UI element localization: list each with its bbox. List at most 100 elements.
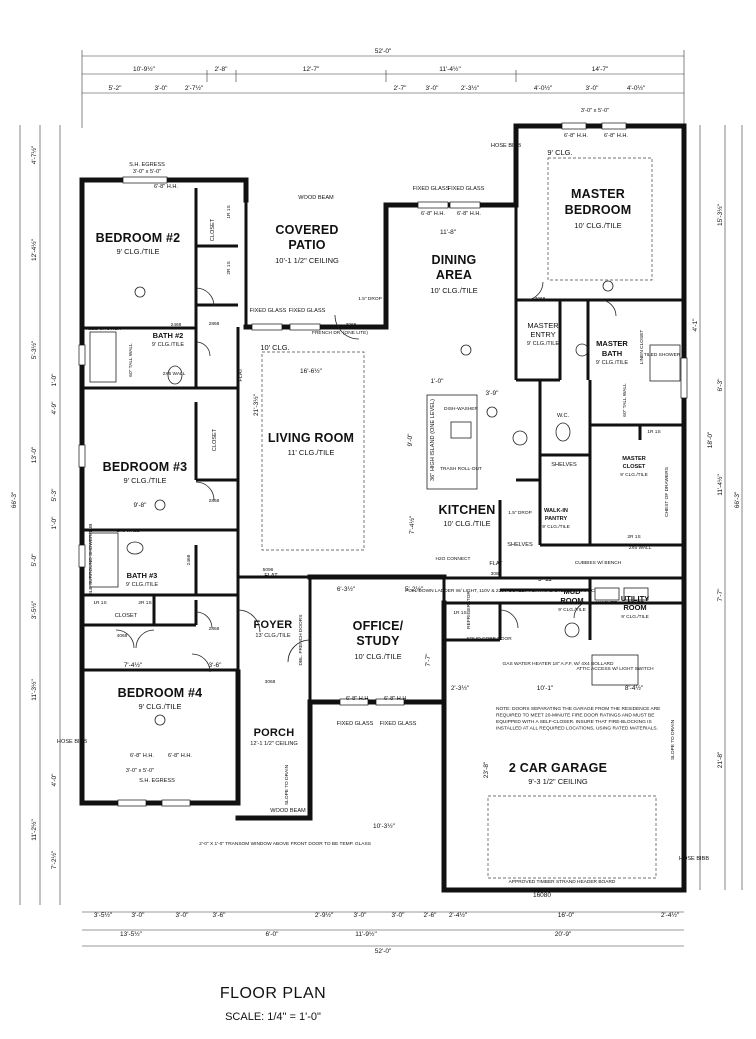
dim-bottom-r2-5: 3'-0" [354,912,368,919]
drop-label: 1.5" DROP [358,296,382,302]
master-shower-label: TILED SHOWER [644,352,681,358]
shelf-1r1s-master: 1R 1S [647,429,660,435]
master-name-1: MASTER [571,187,625,201]
dim-bottom-r2-2: 3'-0" [176,912,190,919]
solid-core-label: SOLID CORE DOOR [466,636,512,642]
office-name-2: STUDY [356,634,400,648]
linen-closet-label: LINEN CLOSET [639,330,645,365]
patio-fixed-glass-2: FIXED GLASS [289,308,326,314]
dbl-french-label: DBL. FRENCH DOORS [298,615,304,666]
bath3-tub [89,532,119,588]
master-tall-wall: 60" TALL WALL [622,383,628,417]
dining-name-1: DINING [432,253,477,267]
dim-left-2: 5'-3½" [30,340,38,359]
windows [78,122,688,807]
office-fixed-glass-1: FIXED GLASS [337,721,374,727]
garage-door-outline [487,795,657,879]
dim-right-0: 15'-3½" [716,203,724,226]
dim-bottom-r1-2: 11'-9½" [355,930,377,938]
bedroom4-hh-1: 6'-8" H.H. [130,753,154,759]
bath2-name: BATH #2 [153,331,184,340]
master-entry-1: MASTER [527,321,559,330]
flat-kitchen: FLAT [489,561,503,567]
dim-bottom-r1-0: 13'-5½" [120,930,143,938]
master-sink [575,343,589,357]
attic-access-box [591,654,639,686]
dim-bottom-r2-0: 3'-5½" [94,911,113,919]
dim-bottom-r2-8: 2'-4½" [449,911,468,919]
idim-0: 16'-6½" [300,367,323,375]
master-top-clg: 9' CLG. [547,148,572,157]
shelf-1r1s-bed4: 1R 1S [93,600,106,606]
bath3-wall-2x6: 2X6 WALL [117,528,140,534]
idim-11: 10'-3½" [373,822,396,830]
top-dimensions: 52'-0" 10'-9½" 2'-8" 12'-7" 11'-4½" 14'-… [81,48,685,128]
bedroom4-closet: CLOSET [115,613,138,619]
bedroom2-hh: 6'-8" H.H. [154,184,178,190]
dim-right-5: 21'-8" [717,751,724,768]
dim-left-9: 3'-5½" [30,600,38,619]
bath2-shower-label: TILED SHOWER [85,326,122,332]
idim-7: 7'-4½" [408,515,416,534]
utility-sub: 9' CLG./TILE [621,614,649,620]
pull-down-label: PULL DOWN LADDER W/ LIGHT, 110V & 220V O… [405,588,595,594]
dryer-label: DRYER [628,600,645,606]
garage-name: 2 CAR GARAGE [509,761,607,775]
door-3068-foyer: 3068 [265,679,276,685]
office-fixed-glass-2: FIXED GLASS [380,721,417,727]
bath2-wall-2x6: 2X6 WALL [163,371,186,377]
mud-room-1: MUD [563,587,581,596]
idim-2: 21'-3½" [252,393,260,416]
dim-left-5: 13'-0" [31,446,38,463]
smoke-detector-bed3 [154,499,166,511]
transom-label: 2'-0" X 1'-0" TRANSOM WINDOW ABOVE FRONT… [199,841,371,847]
bedroom3-name: BEDROOM #3 [103,460,188,474]
dim-top-r1-2: 12'-7" [303,66,320,73]
mud-room-2: ROOM [560,596,583,605]
dim-top-r2-3: 2'-7" [394,85,408,92]
dryer-box [623,587,649,601]
idim-17: 5'-11" [538,576,555,583]
shelves-top: SHELVES [551,462,577,468]
bath2-tall-wall: 60" TALL WALL [128,343,134,377]
garage-note: NOTE: DOORS SEPARATING THE GARAGE FROM T… [496,706,660,732]
master-entry-sub: 9' CLG./TILE [527,341,559,347]
porch-sub: 12'-1 1/2" CEILING [250,741,298,747]
bath2-sub: 9' CLG./TILE [152,342,184,348]
dim-right-overall: 66'-3" [734,491,741,508]
idim-19: 18'-0" [707,431,714,448]
dim-left-7: 1'-0" [51,516,58,530]
living-name: LIVING ROOM [268,431,354,445]
french-door-label: FRENCH DR. (ONE LITE) [312,330,368,336]
master-sub: 10' CLG./TILE [574,221,621,230]
garage-door-size: 16080 [533,892,551,899]
dim-bottom-overall: 52'-0" [375,948,392,955]
foyer-sub: 13' CLG./TILE [255,633,291,639]
bedroom2-egress: S.H. EGRESS [129,162,165,168]
living-ceiling-outline [261,351,365,551]
shelf-1r1s-mud: 1R 1S [453,610,466,616]
flat-foyer: FLAT [264,573,278,579]
bedroom4-name: BEDROOM #4 [118,686,203,700]
master-toilet [555,422,571,442]
door-3068-patio: 3068 [346,322,357,328]
smoke-detector-kitchen [486,406,498,418]
trash-label: TRASH ROLL-OUT [440,466,482,472]
hose-bibb-top: HOSE BIBB [491,143,521,149]
dim-bottom-r1-3: 20'-9" [555,931,572,938]
door-2868-bed3: 2868 [209,498,220,504]
shelf-2r1s-bed4: 2R 1S [138,600,151,606]
dim-top-r2-7: 3'-0" [586,85,600,92]
wc-label: W.C. [557,413,570,419]
dining-hh-2: 6'-8" H.H. [457,211,481,217]
office-hh-2: 6'-8" H.H. [384,696,408,702]
kitchen-name: KITCHEN [439,503,496,517]
dim-top-overall: 52'-0" [375,48,392,55]
bath3-sink [126,541,144,555]
dining-sub: 10' CLG./TILE [430,286,477,295]
idim-16: 3'-6" [209,662,223,669]
bedroom4-egress-size: 3'-0" x 5'-0" [126,768,154,774]
master-ceiling-outline [547,157,653,281]
island-label: 36" HIGH ISLAND (ONE LEVEL) [430,399,436,481]
dishwasher-label: DISH-WASHER [444,406,478,412]
